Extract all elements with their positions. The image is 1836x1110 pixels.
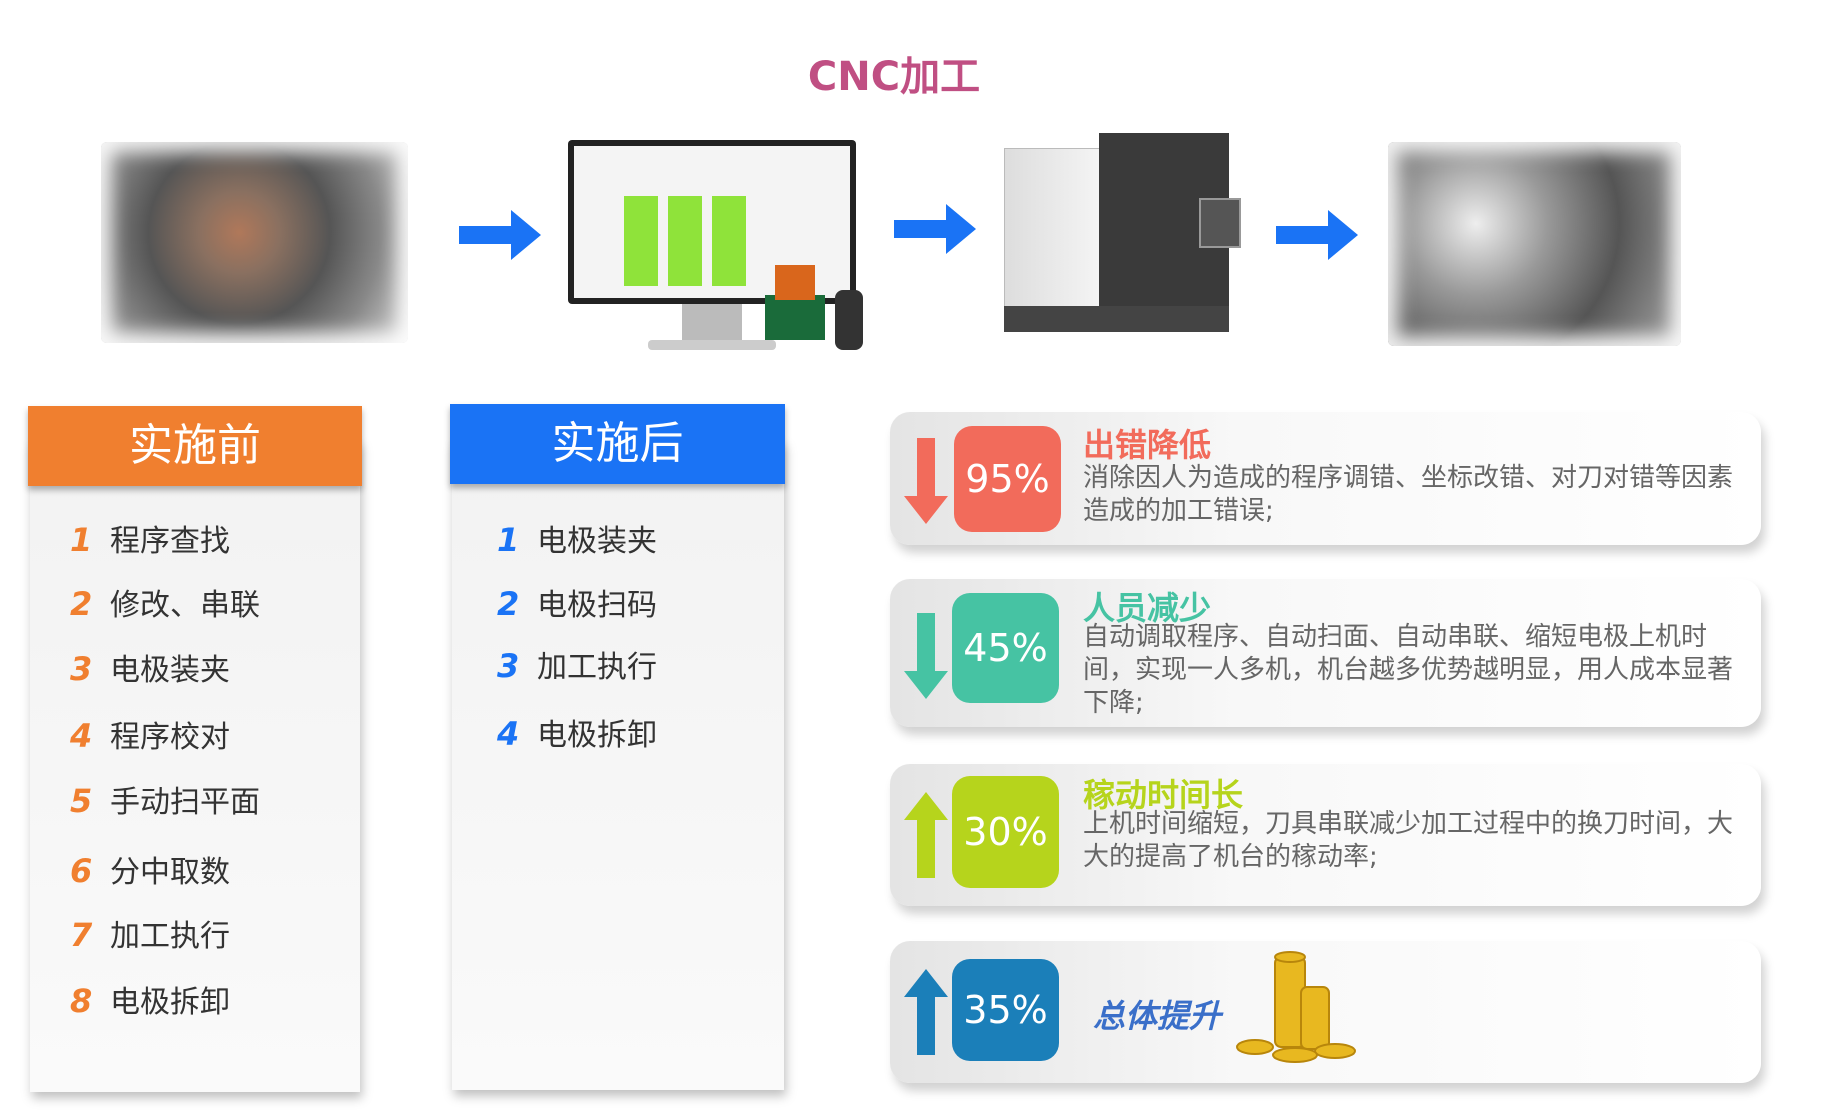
step-number: 2 — [70, 585, 93, 623]
step-label: 电极装夹 — [110, 653, 230, 688]
cnc-machine-image — [1004, 128, 1243, 332]
card-description: 上机时间缩短，刀具串联减少加工过程中的换刀时间，大大的提高了机台的稼动率; — [1083, 809, 1734, 872]
step-number: 1 — [70, 521, 93, 559]
step-number: 8 — [70, 982, 93, 1020]
card-title: 人员减少 — [1083, 589, 1212, 627]
percent-badge: 30% — [952, 776, 1059, 888]
step-label: 程序查找 — [110, 524, 230, 559]
step-label: 程序校对 — [110, 720, 230, 755]
flow-arrow-icon — [894, 204, 976, 254]
arrow-up-icon — [904, 969, 948, 1055]
page-title: CNC加工 — [807, 54, 981, 100]
step-item: 4 电极拆卸 — [497, 710, 657, 754]
before-header: 实施前 — [28, 406, 362, 486]
step-item: 2 电极扫码 — [497, 580, 657, 624]
after-header: 实施后 — [450, 404, 785, 484]
barcode-scanner-image — [765, 265, 875, 355]
card-title: 稼动时间长 — [1083, 776, 1244, 814]
finished-part-photo — [1388, 142, 1681, 346]
step-number: 7 — [70, 916, 93, 954]
card-title: 出错降低 — [1083, 426, 1212, 464]
step-label: 加工执行 — [110, 919, 230, 954]
card-title: 总体提升 — [1093, 997, 1222, 1035]
step-number: 3 — [497, 647, 520, 685]
step-label: 修改、串联 — [110, 588, 260, 623]
step-label: 手动扫平面 — [110, 785, 260, 820]
benefit-card-overall: 35% 总体提升 — [890, 941, 1761, 1083]
step-number: 1 — [497, 521, 520, 559]
after-panel — [452, 440, 784, 1090]
step-item: 1 程序查找 — [70, 516, 230, 560]
benefit-card-uptime: 30% 稼动时间长 上机时间缩短，刀具串联减少加工过程中的换刀时间，大大的提高了… — [890, 764, 1761, 906]
step-label: 电极装夹 — [537, 524, 657, 559]
step-item: 6 分中取数 — [70, 847, 230, 891]
percent-badge: 95% — [954, 426, 1061, 532]
percent-badge: 35% — [952, 959, 1059, 1061]
step-item: 1 电极装夹 — [497, 516, 657, 560]
step-number: 5 — [70, 782, 93, 820]
before-panel — [30, 440, 360, 1092]
electrode-clamping-photo — [101, 142, 408, 343]
step-item: 4 程序校对 — [70, 712, 230, 756]
flow-arrow-icon — [459, 210, 541, 260]
computer-monitor-image — [568, 140, 856, 358]
step-label: 加工执行 — [537, 650, 657, 685]
arrow-down-icon — [904, 613, 948, 699]
step-label: 电极拆卸 — [537, 718, 657, 753]
step-item: 3 加工执行 — [497, 642, 657, 686]
step-label: 分中取数 — [110, 855, 230, 890]
step-label: 电极拆卸 — [110, 985, 230, 1020]
benefit-card-staff: 45% 人员减少 自动调取程序、自动扫面、自动串联、缩短电极上机时间，实现一人多… — [890, 579, 1761, 727]
step-number: 2 — [497, 585, 520, 623]
benefit-card-errors: 95% 出错降低 消除因人为造成的程序调错、坐标改错、对刀对错等因素造成的加工错… — [890, 412, 1761, 545]
arrow-down-icon — [904, 438, 948, 524]
step-number: 3 — [70, 650, 93, 688]
step-item: 5 手动扫平面 — [70, 777, 260, 821]
card-description: 自动调取程序、自动扫面、自动串联、缩短电极上机时间，实现一人多机，机台越多优势越… — [1083, 622, 1734, 718]
step-label: 电极扫码 — [537, 588, 657, 623]
card-description: 消除因人为造成的程序调错、坐标改错、对刀对错等因素造成的加工错误; — [1083, 463, 1734, 526]
step-item: 7 加工执行 — [70, 911, 230, 955]
percent-badge: 45% — [952, 593, 1059, 703]
gold-coins-icon — [1236, 951, 1356, 1063]
step-item: 2 修改、串联 — [70, 580, 260, 624]
step-item: 8 电极拆卸 — [70, 977, 230, 1021]
arrow-up-icon — [904, 792, 948, 878]
step-number: 4 — [497, 715, 520, 753]
flow-arrow-icon — [1276, 210, 1358, 260]
step-number: 4 — [70, 717, 93, 755]
step-number: 6 — [70, 852, 93, 890]
step-item: 3 电极装夹 — [70, 645, 230, 689]
